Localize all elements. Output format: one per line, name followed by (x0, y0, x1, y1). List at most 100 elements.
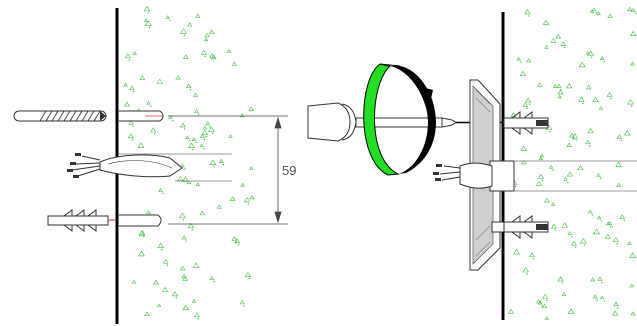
texture-speckle (590, 277, 596, 282)
texture-dot (623, 219, 625, 222)
texture-speckle (557, 94, 562, 99)
texture-dot (185, 240, 187, 242)
texture-dot (191, 229, 193, 231)
texture-speckle (537, 300, 543, 305)
texture-dot (601, 281, 603, 284)
texture-speckle (579, 237, 587, 244)
texture-dot (128, 59, 130, 61)
texture-dot (541, 179, 544, 182)
texture-dot (609, 226, 611, 228)
texture-dot (575, 139, 577, 141)
texture-speckle (537, 173, 544, 179)
texture-speckle (138, 230, 146, 237)
texture-speckle (209, 53, 216, 59)
texture-speckle (239, 113, 245, 118)
texture-speckle (185, 135, 190, 139)
texture-speckle (199, 133, 205, 138)
texture-dot (526, 273, 528, 275)
texture-speckle (203, 37, 209, 42)
right-wall-scene (433, 12, 637, 320)
texture-dot (552, 169, 555, 171)
texture-speckle (536, 180, 543, 186)
texture-speckle (556, 83, 562, 88)
wall-texture-left (121, 5, 255, 320)
texture-dot (172, 119, 174, 122)
dimension-label: 59 (282, 163, 296, 178)
texture-speckle (218, 158, 224, 163)
texture-dot (150, 105, 152, 107)
texture-speckle (183, 54, 189, 59)
texture-speckle (585, 51, 590, 55)
texture-speckle (123, 82, 128, 87)
left-wall-scene: 59 (13, 8, 296, 324)
texture-speckle (522, 102, 529, 107)
texture-speckle (598, 105, 604, 110)
texture-dot (591, 56, 593, 59)
texture-speckle (150, 127, 157, 133)
texture-dot (546, 299, 548, 302)
texture-dot (567, 181, 569, 184)
texture-speckle (592, 96, 599, 103)
texture-speckle (249, 166, 254, 170)
texture-speckle (138, 250, 145, 257)
texture-speckle (209, 275, 215, 280)
texture-dot (528, 103, 531, 105)
texture-speckle (168, 115, 173, 119)
texture-dot (182, 219, 185, 221)
texture-dot (515, 186, 517, 188)
texture-speckle (131, 279, 137, 284)
texture-speckle (239, 299, 245, 305)
texture-speckle (596, 215, 602, 220)
texture-dot (213, 165, 215, 168)
texture-speckle (185, 83, 192, 88)
texture-dot (603, 300, 606, 302)
texture-speckle (560, 41, 567, 46)
drilled-hole (119, 110, 164, 122)
texture-dot (143, 235, 145, 238)
drill-bit (13, 110, 107, 122)
texture-speckle (162, 286, 169, 292)
texture-speckle (143, 18, 149, 22)
texture-dot (222, 163, 225, 166)
texture-dot (175, 297, 177, 299)
texture-speckle (248, 106, 255, 112)
texture-speckle (536, 298, 542, 304)
texture-speckle (587, 127, 594, 134)
texture-dot (213, 280, 215, 283)
texture-speckle (144, 20, 152, 26)
texture-dot (209, 126, 211, 128)
texture-speckle (629, 30, 637, 37)
texture-dot (147, 12, 149, 14)
texture-dot (148, 26, 151, 29)
screwdriver (307, 102, 504, 142)
texture-speckle (604, 233, 611, 239)
texture-speckle (630, 8, 636, 12)
texture-dot (131, 139, 134, 141)
texture-speckle (158, 188, 163, 192)
texture-speckle (182, 275, 189, 281)
texture-dot (595, 12, 598, 14)
texture-speckle (156, 78, 163, 84)
texture-speckle (578, 96, 585, 102)
texture-speckle (175, 75, 181, 80)
texture-speckle (199, 143, 204, 148)
texture-speckle (548, 164, 554, 169)
texture-dot (630, 105, 633, 107)
texture-speckle (163, 259, 169, 264)
texture-speckle (519, 70, 527, 77)
texture-speckle (542, 293, 549, 299)
texture-speckle (144, 311, 150, 316)
texture-speckle (623, 130, 631, 136)
texture-speckle (128, 120, 134, 125)
texture-speckle (577, 164, 584, 171)
texture-dot (162, 192, 164, 195)
texture-speckle (231, 61, 238, 66)
texture-speckle (611, 310, 619, 316)
texture-speckle (181, 235, 187, 240)
texture-dot (195, 141, 197, 144)
texture-speckle (525, 97, 532, 103)
texture-dot (610, 97, 612, 100)
texture-speckle (550, 202, 556, 206)
texture-dot (212, 132, 214, 135)
